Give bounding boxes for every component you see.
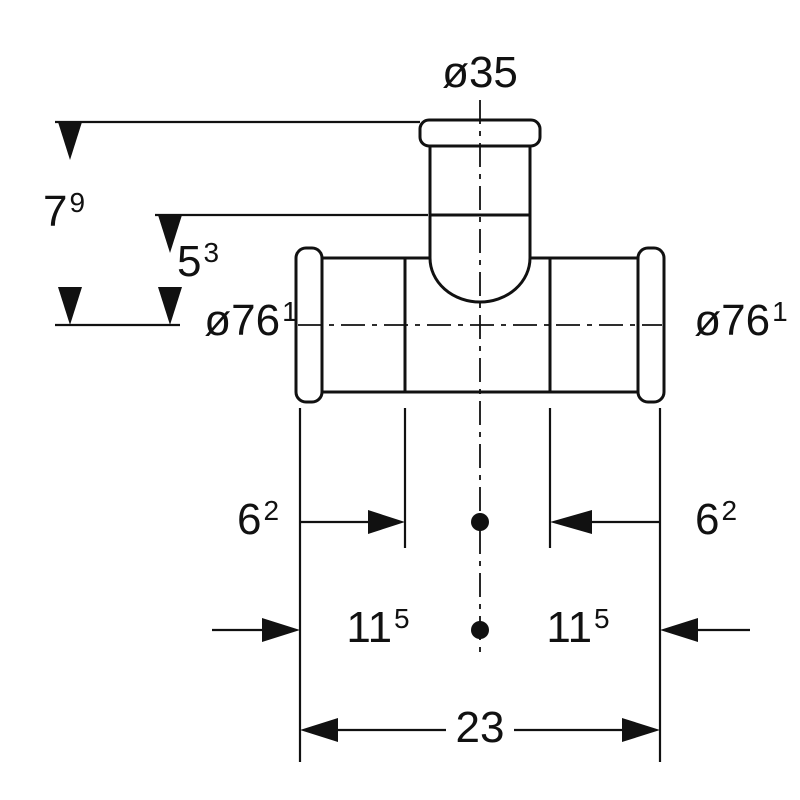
run-diameter-right-main: ø76 (694, 296, 771, 345)
run-diameter-left-sup: 1 (282, 296, 298, 327)
dim-7-9-arrow-top (58, 122, 82, 160)
dim-5-3-arrow-top (158, 215, 182, 253)
dim-11-5-right-arrow (660, 618, 698, 642)
dim-6-2-right-main: 6 (694, 495, 720, 544)
dim-11-5-right-main: 11 (546, 603, 593, 652)
dim-6-2-right-label: 62 (694, 495, 738, 544)
dim-6-2-right-sup: 2 (721, 495, 738, 526)
dim-23-right-arrow (622, 718, 660, 742)
dim-23-text: 23 (455, 703, 505, 752)
dim-5-3-arrow-bottom (158, 287, 182, 325)
dim-5-3-main: 5 (176, 237, 202, 286)
run-diameter-right-sup: 1 (772, 296, 788, 327)
dim-11-5-right-sup: 5 (594, 603, 610, 634)
branch-walls (428, 146, 532, 258)
horizontal-dimensions (212, 408, 750, 762)
run-diameter-left-label: ø761 (204, 296, 298, 345)
dim-23-left-arrow (300, 718, 338, 742)
vertical-dimensions (55, 120, 428, 327)
branch-bore-dome (428, 257, 532, 304)
centerlines (298, 100, 662, 655)
dim-5-3-sup: 3 (203, 237, 220, 268)
dim-11-5-left-arrow (262, 618, 300, 642)
dim-11-5-left-main: 11 (346, 603, 393, 652)
dim-5-3-label: 53 (176, 237, 220, 286)
run-diameter-left-main: ø76 (204, 296, 281, 345)
branch-diameter-label: ø35 (442, 51, 518, 95)
dim-23-label: 23 (456, 706, 505, 750)
dim-11-5-left-label: 115 (346, 603, 410, 652)
dim-7-9-arrow-bottom (58, 287, 82, 325)
dim-7-9-sup: 9 (69, 187, 86, 218)
center-dot-upper (471, 513, 489, 531)
center-dot-lower (471, 621, 489, 639)
dim-11-5-right-label: 115 (546, 603, 610, 652)
dim-7-9-label: 79 (42, 187, 86, 236)
run-diameter-right-label: ø761 (694, 296, 788, 345)
dim-6-2-left-label: 62 (236, 495, 280, 544)
dim-6-2-right-arrow (550, 510, 592, 534)
branch-diameter-text: ø35 (442, 48, 518, 97)
dim-7-9-main: 7 (42, 187, 68, 236)
dim-6-2-left-sup: 2 (263, 495, 280, 526)
dim-6-2-left-main: 6 (236, 495, 262, 544)
dim-11-5-left-sup: 5 (394, 603, 410, 634)
dim-6-2-left-arrow (368, 510, 405, 534)
